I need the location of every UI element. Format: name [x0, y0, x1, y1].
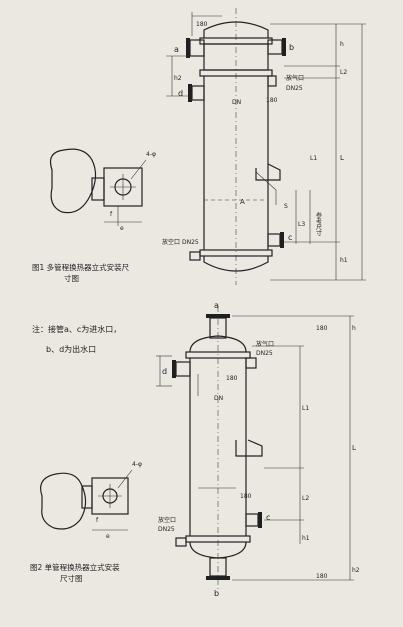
fig1-dim-S: S: [284, 203, 288, 210]
fig2-dim-L2: L2: [302, 495, 309, 502]
fig2-nozzle-d: [175, 361, 191, 377]
fig2-dn-label: DN: [214, 395, 223, 402]
fig2-drain-size: DN25: [158, 526, 175, 533]
fig1-label-c: c: [288, 233, 292, 242]
fig1-bracket-plate: [103, 167, 143, 207]
fig1-nozzle-a-flange: [186, 38, 190, 58]
fig1-dim-L3: L3: [298, 221, 305, 228]
fig2-shell: [189, 358, 247, 536]
fig1-support-lug: [255, 163, 281, 181]
fig1-top-head: [203, 21, 269, 38]
fig1-dim-180-left: 180: [266, 97, 278, 104]
fig2-dim-h: h: [352, 325, 356, 332]
fig2-caption: 图2 单管程换热器立式安装 尺寸图: [30, 562, 160, 584]
fig1-vent-label: 放气口: [286, 74, 304, 82]
fig1-nozzle-c-flange: [280, 232, 284, 248]
fig1-nozzle-a: [189, 39, 205, 57]
fig2-nozzle-d-flange: [172, 360, 176, 378]
fig2-dim-180-b: 180: [240, 493, 252, 500]
fig2-nozzle-c: [245, 513, 259, 527]
fig2-drain: [175, 537, 187, 547]
fig1-caption-line1: 图1 多管程换热器立式安装尺: [32, 263, 130, 272]
fig1-caption-line2: 寸图: [64, 274, 79, 283]
fig1-drain: [189, 251, 201, 261]
fig1-nozzle-b-flange: [282, 38, 286, 56]
fig2-drain-label: 放空口: [158, 516, 176, 524]
fig1-lug-line: [255, 171, 277, 205]
fig1-label-a: a: [174, 45, 179, 54]
fig2-nozzle-c-flange: [258, 512, 262, 528]
figure1-drawing: [49, 8, 366, 285]
fig1-wall-stone: [49, 148, 97, 214]
fig1-bracket-f: f: [110, 211, 113, 218]
fig1-dn-label: DN: [232, 99, 241, 106]
fig2-dim-top: 180: [316, 325, 328, 332]
fig1-nozzle-d: [191, 85, 205, 101]
fig2-dim-h2: h2: [352, 567, 360, 574]
fig2-top-head: [189, 335, 247, 353]
fig1-dim-h: h: [340, 41, 344, 48]
fig2-bracket-leader: [117, 469, 133, 489]
fig1-caption: 图1 多管程换热器立式安装尺 寸图: [32, 262, 162, 284]
fig1-dim-L1: L1: [310, 155, 317, 162]
fig1-dim-h1: h1: [340, 257, 348, 264]
fig2-bracket-plate: [91, 477, 129, 515]
fig1-nozzle-c: [267, 233, 281, 247]
fig1-dim-180-top: 180: [196, 21, 208, 28]
fig1-bracket-leader: [130, 159, 147, 180]
fig1-vent-size: DN25: [286, 85, 303, 92]
fig2-vent: [245, 357, 257, 369]
fig2-dim-h1: h1: [302, 535, 310, 542]
fig1-nozzle-d-flange: [188, 84, 192, 102]
fig2-wall-stone: [40, 472, 87, 530]
note-line1: 注：接管a、c为进水口，: [32, 325, 122, 334]
fig1-vent: [267, 75, 277, 87]
note-line2: b、d为出水口: [46, 345, 97, 354]
fig1-shell: [203, 76, 269, 250]
fig2-vent-label: 放气口: [256, 340, 274, 348]
notes: 注：接管a、c为进水口， b、d为出水口: [32, 324, 172, 356]
fig1-drain-size: DN25: [182, 239, 199, 246]
fig2-bracket-f: f: [96, 517, 99, 524]
fig2-bracket-e: e: [106, 533, 110, 540]
fig2-bracket-hole-label: 4-φ: [132, 461, 142, 468]
fig2-caption-line2: 尺寸图: [60, 574, 83, 583]
figure2-drawing: [40, 306, 354, 590]
fig2-caption-line1: 图2 单管程换热器立式安装: [30, 563, 120, 572]
fig2-top-nozzle-flange: [206, 314, 230, 318]
fig1-dim-L: L: [340, 154, 344, 162]
fig1-bracket-hole-label: 4-φ: [146, 151, 156, 158]
fig1-drain-label: 放空口: [162, 238, 180, 246]
fig1-bracket-stem: [91, 177, 105, 201]
fig2-bottom-nozzle-flange: [206, 576, 230, 580]
fig1-right-note: 参考尺寸: [315, 211, 322, 236]
fig2-top-flange: [185, 351, 251, 359]
fig2-dim-L1: L1: [302, 405, 309, 412]
fig1-nozzle-b: [267, 39, 283, 55]
fig1-marker-a: A: [240, 198, 245, 206]
fig2-support-lug: [235, 439, 263, 457]
fig1-label-b: b: [289, 43, 294, 52]
fig1-bracket-e: e: [120, 225, 124, 232]
fig1-dim-h2: h2: [174, 75, 182, 82]
fig2-dim-L: L: [352, 444, 356, 452]
fig1-label-d: d: [178, 89, 183, 98]
fig1-tube-sheet-top: [199, 69, 273, 77]
fig1-dim-L2: L2: [340, 69, 347, 76]
fig2-label-a: a: [214, 301, 219, 310]
fig2-label-b: b: [214, 589, 219, 598]
fig2-vent-size: DN25: [256, 350, 273, 357]
fig1-bottom-head: [203, 256, 269, 272]
fig2-dim-180-a: 180: [226, 375, 238, 382]
fig2-label-c: c: [266, 513, 270, 522]
fig2-label-d: d: [162, 367, 167, 376]
fig2-dim-bottom: 180: [316, 573, 328, 580]
